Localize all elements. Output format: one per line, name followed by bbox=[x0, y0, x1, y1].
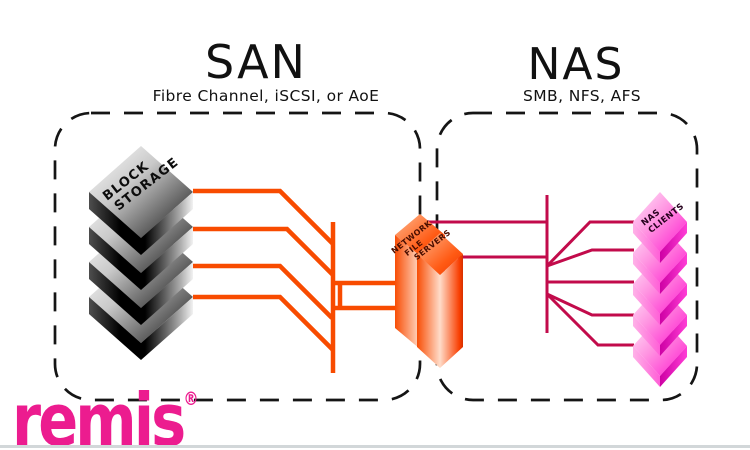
registered-mark-icon: ® bbox=[183, 387, 199, 410]
slab-face bbox=[89, 297, 141, 360]
slab-face bbox=[141, 297, 193, 360]
slab-face bbox=[141, 262, 193, 325]
san-wire bbox=[193, 226, 335, 277]
footer-divider bbox=[0, 445, 750, 448]
slab-face bbox=[633, 222, 660, 263]
nas-wire bbox=[546, 292, 634, 317]
nas-wire bbox=[545, 292, 634, 347]
slab-face bbox=[660, 346, 687, 387]
san-wire bbox=[193, 263, 334, 320]
slab-face bbox=[660, 315, 687, 356]
slab-face bbox=[89, 262, 141, 325]
san-wire bbox=[193, 188, 335, 246]
nas-subtitle: SMB, NFS, AFS bbox=[523, 87, 641, 105]
nas-links bbox=[428, 195, 634, 347]
brand-logo-text: remis bbox=[12, 376, 186, 450]
nas-wire bbox=[546, 248, 634, 268]
block-storage-stack: BLOCK STORAGE bbox=[89, 146, 193, 360]
slab-face bbox=[89, 227, 141, 290]
block-storage-slabs bbox=[89, 146, 193, 360]
san-subtitle: Fibre Channel, iSCSI, or AoE bbox=[153, 87, 380, 105]
nas-client-slabs bbox=[633, 192, 687, 387]
slab-face bbox=[633, 315, 660, 356]
slab-face bbox=[633, 253, 660, 294]
slab-face bbox=[417, 254, 440, 368]
slab-face bbox=[141, 192, 193, 255]
san-wire bbox=[193, 294, 335, 352]
slab-face bbox=[395, 235, 420, 349]
slab-face bbox=[440, 254, 463, 368]
slab-face bbox=[141, 227, 193, 290]
san-links bbox=[193, 188, 420, 373]
file-server-stack: NETWORK FILE SERVERS bbox=[390, 214, 463, 368]
san-boundary-box bbox=[53, 111, 422, 402]
nas-wire bbox=[545, 220, 634, 268]
nas-title: NAS bbox=[528, 39, 625, 90]
slab-face bbox=[633, 346, 660, 387]
san-title: SAN bbox=[205, 35, 307, 89]
brand-logo: remis® bbox=[12, 383, 199, 450]
slab-face bbox=[89, 192, 141, 255]
slab-face bbox=[633, 284, 660, 325]
nas-client-stack: NAS CLIENTS bbox=[633, 192, 687, 387]
slab-face bbox=[660, 253, 687, 294]
slab-face bbox=[660, 284, 687, 325]
slab-face bbox=[660, 222, 687, 263]
file-server-towers bbox=[395, 214, 463, 368]
